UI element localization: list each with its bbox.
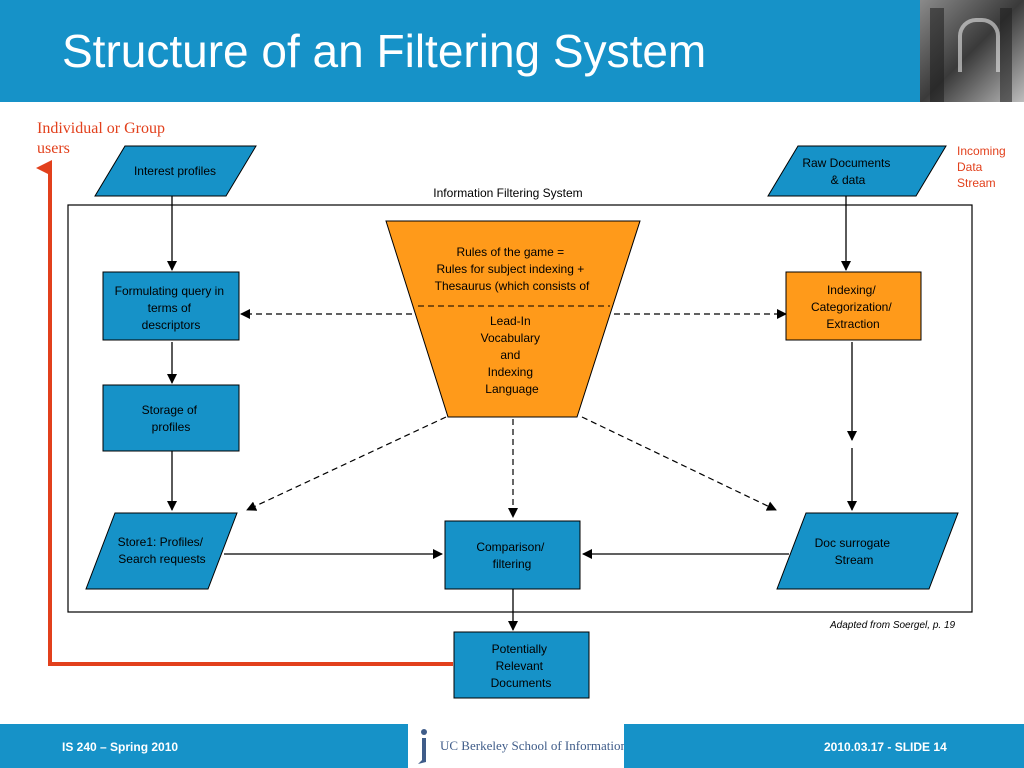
comparison-label: Comparison/ filtering [476,540,547,571]
campus-building-photo [920,0,1024,102]
system-boundary-label: Information Filtering System [433,186,582,200]
school-name: UC Berkeley School of Information [440,738,628,753]
potentially-relevant-box [453,631,590,699]
interest-profiles-label: Interest profiles [134,164,216,178]
incoming-data-label: Incoming Data Stream [957,144,1006,190]
interest-profiles-shape [94,145,257,197]
footer-right-band: 2010.03.17 - SLIDE 14 [624,724,1024,768]
ischool-logo-icon [418,729,427,764]
solid-arrows [167,196,857,631]
formulating-query-box [102,271,240,341]
storage-profiles-box [102,384,240,452]
course-label: IS 240 – Spring 2010 [62,740,179,754]
system-boundary [67,204,973,613]
feedback-arrow [36,160,453,666]
users-label: Individual or Group users [37,120,165,157]
rules-trapezoid [385,220,641,418]
indexing-box [785,271,922,341]
raw-documents-shape [767,145,947,197]
comparison-box [444,520,581,590]
raw-documents-label: Raw Documents & data [802,156,893,187]
indexing-label: Indexing/ Categorization/ Extraction [811,283,895,331]
store1-shape [85,512,238,590]
footer: IS 240 – Spring 2010 UC Berkeley School … [0,724,1024,768]
filtering-system-diagram: Information Filtering System Interest pr… [36,145,973,699]
footer-left-band: IS 240 – Spring 2010 [0,724,408,768]
slide-title: Structure of an Filtering System [62,25,707,77]
potentially-relevant-label: Potentially Relevant Documents [491,642,552,690]
title-bar: Structure of an Filtering System [0,0,1024,102]
source-credit: Adapted from Soergel, p. 19 [830,620,956,631]
rules-bottom-label: Lead-In Vocabulary and Indexing Language [481,314,544,396]
formulating-query-label: Formulating query in terms of descriptor… [115,284,228,332]
doc-surrogate-shape [776,512,959,590]
school-logo: UC Berkeley School of Information [408,724,628,768]
rules-top-label: Rules of the game = Rules for subject in… [435,245,590,293]
store1-label: Store1: Profiles/ Search requests [118,535,207,566]
storage-profiles-label: Storage of profiles [142,403,201,434]
slide-reference: 2010.03.17 - SLIDE 14 [824,740,947,754]
dashed-arrows [240,309,787,518]
doc-surrogate-label: Doc surrogate Stream [815,536,894,567]
